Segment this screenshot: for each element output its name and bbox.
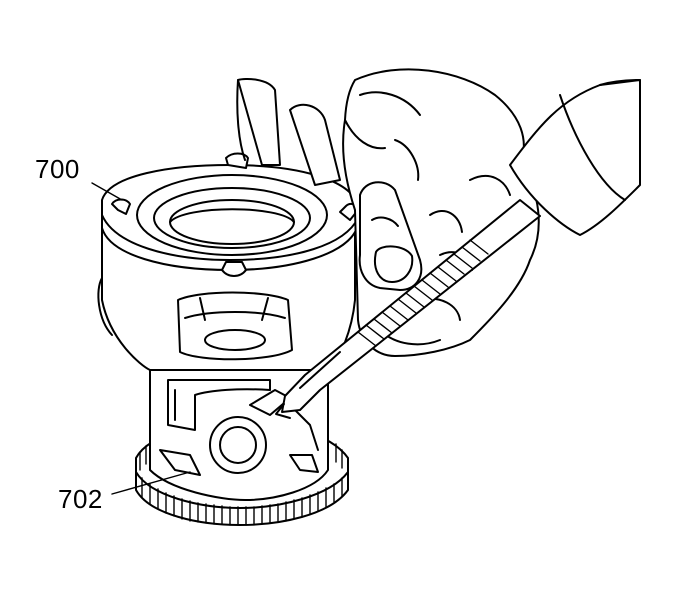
- callout-702: 702: [58, 484, 103, 514]
- housing-body: [149, 359, 329, 501]
- housing-top-flange: [101, 152, 359, 277]
- callout-700: 700: [35, 154, 80, 184]
- leader-line-700: [91, 182, 123, 201]
- leader-lines: [91, 182, 191, 495]
- leader-line-702: [111, 471, 191, 495]
- hand: [236, 68, 641, 357]
- pick-tool: [275, 199, 541, 419]
